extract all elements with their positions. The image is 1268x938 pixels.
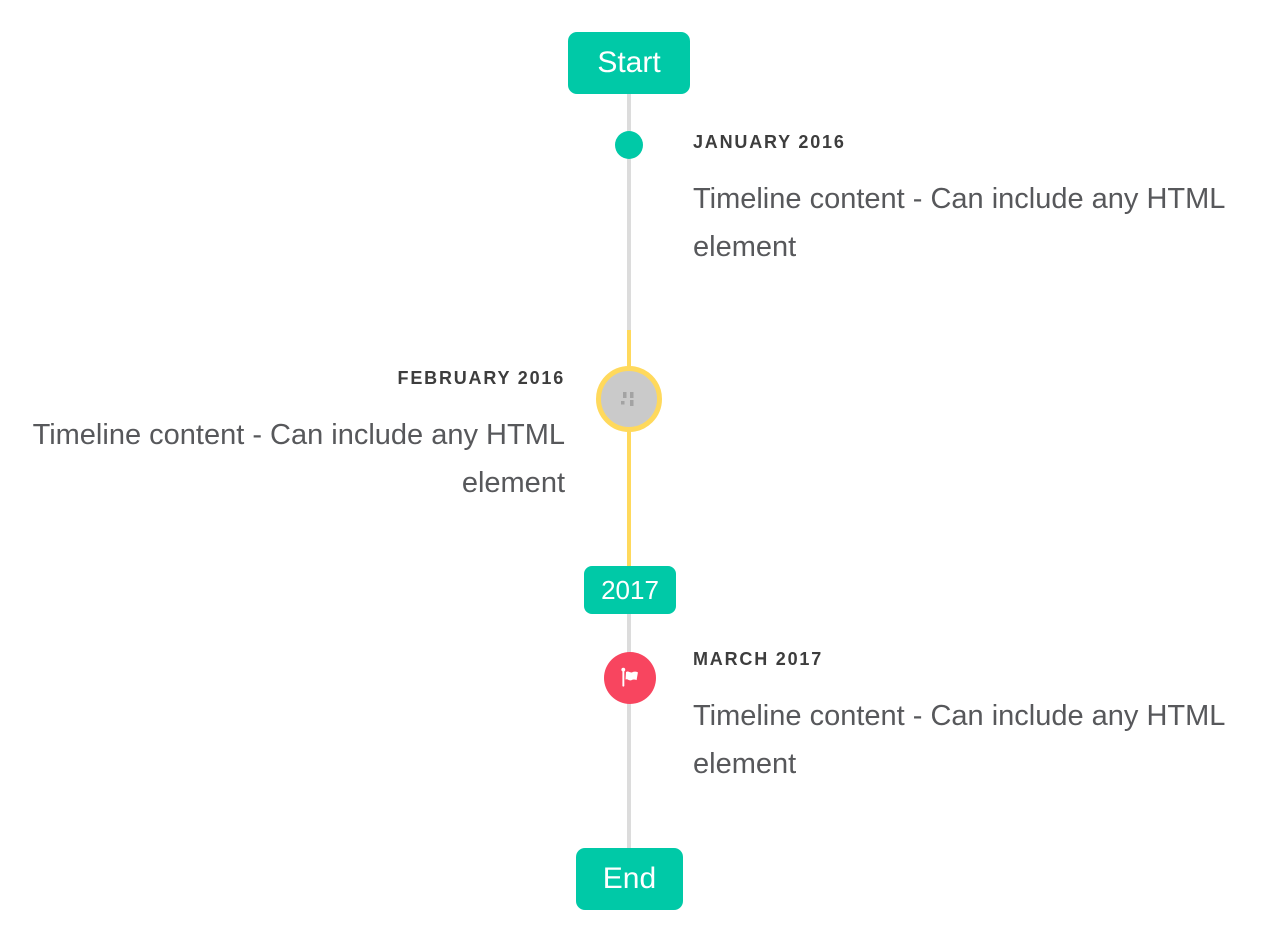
event-marker-image-circle[interactable] [596,366,662,432]
flag-icon [620,667,638,687]
year-badge[interactable]: 2017 [584,566,676,614]
event-content: Timeline content - Can include any HTML … [693,183,1225,263]
event-march-2017: MARCH 2017 Timeline content - Can includ… [693,649,1253,788]
image-placeholder-icon [621,392,634,406]
event-date: JANUARY 2016 [693,132,846,152]
timeline-line-highlight [627,330,631,567]
end-button[interactable]: End [576,848,683,910]
event-january-2016: JANUARY 2016 Timeline content - Can incl… [693,132,1253,271]
event-marker-flag-circle[interactable] [604,652,656,704]
event-content: Timeline content - Can include any HTML … [693,700,1225,780]
event-date: MARCH 2017 [693,649,824,669]
event-february-2016: FEBRUARY 2016 Timeline content - Can inc… [5,368,565,507]
event-marker-dot-icon[interactable] [615,131,643,159]
event-date: FEBRUARY 2016 [397,368,565,388]
start-button[interactable]: Start [568,32,690,94]
event-content: Timeline content - Can include any HTML … [32,419,565,499]
